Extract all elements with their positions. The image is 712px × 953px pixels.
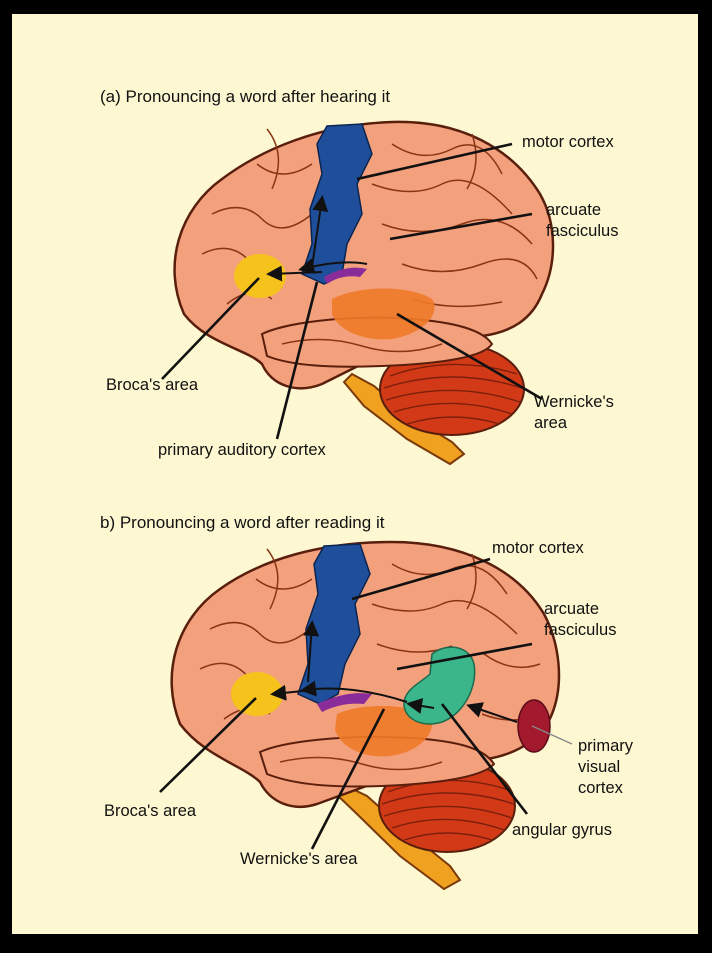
motor-cortex-label-b: motor cortex [492,537,584,559]
primary-visual-cortex-label-b: primary visual cortex [578,736,633,799]
brocas-area-label-b: Broca's area [104,800,196,822]
arcuate-fasciculus-label-b: arcuate fasciculus [544,599,616,641]
figure-panel: (a) Pronouncing a word after hearing it … [12,14,698,934]
panel-a-title: (a) Pronouncing a word after hearing it [100,86,390,108]
brocas-area-a [234,254,286,298]
angular-gyrus-label-b: angular gyrus [512,819,612,841]
wernickes-area-label-a: Wernicke's area [534,392,614,434]
primary-auditory-cortex-label-a: primary auditory cortex [158,439,326,461]
arcuate-fasciculus-label-a: arcuate fasciculus [546,200,618,242]
visual-cortex-b [518,700,550,752]
panel-b-title: b) Pronouncing a word after reading it [100,512,384,534]
motor-cortex-label-a: motor cortex [522,131,614,153]
brocas-area-label-a: Broca's area [106,374,198,396]
brain-a [175,122,553,464]
wernickes-area-label-b: Wernicke's area [240,848,357,870]
